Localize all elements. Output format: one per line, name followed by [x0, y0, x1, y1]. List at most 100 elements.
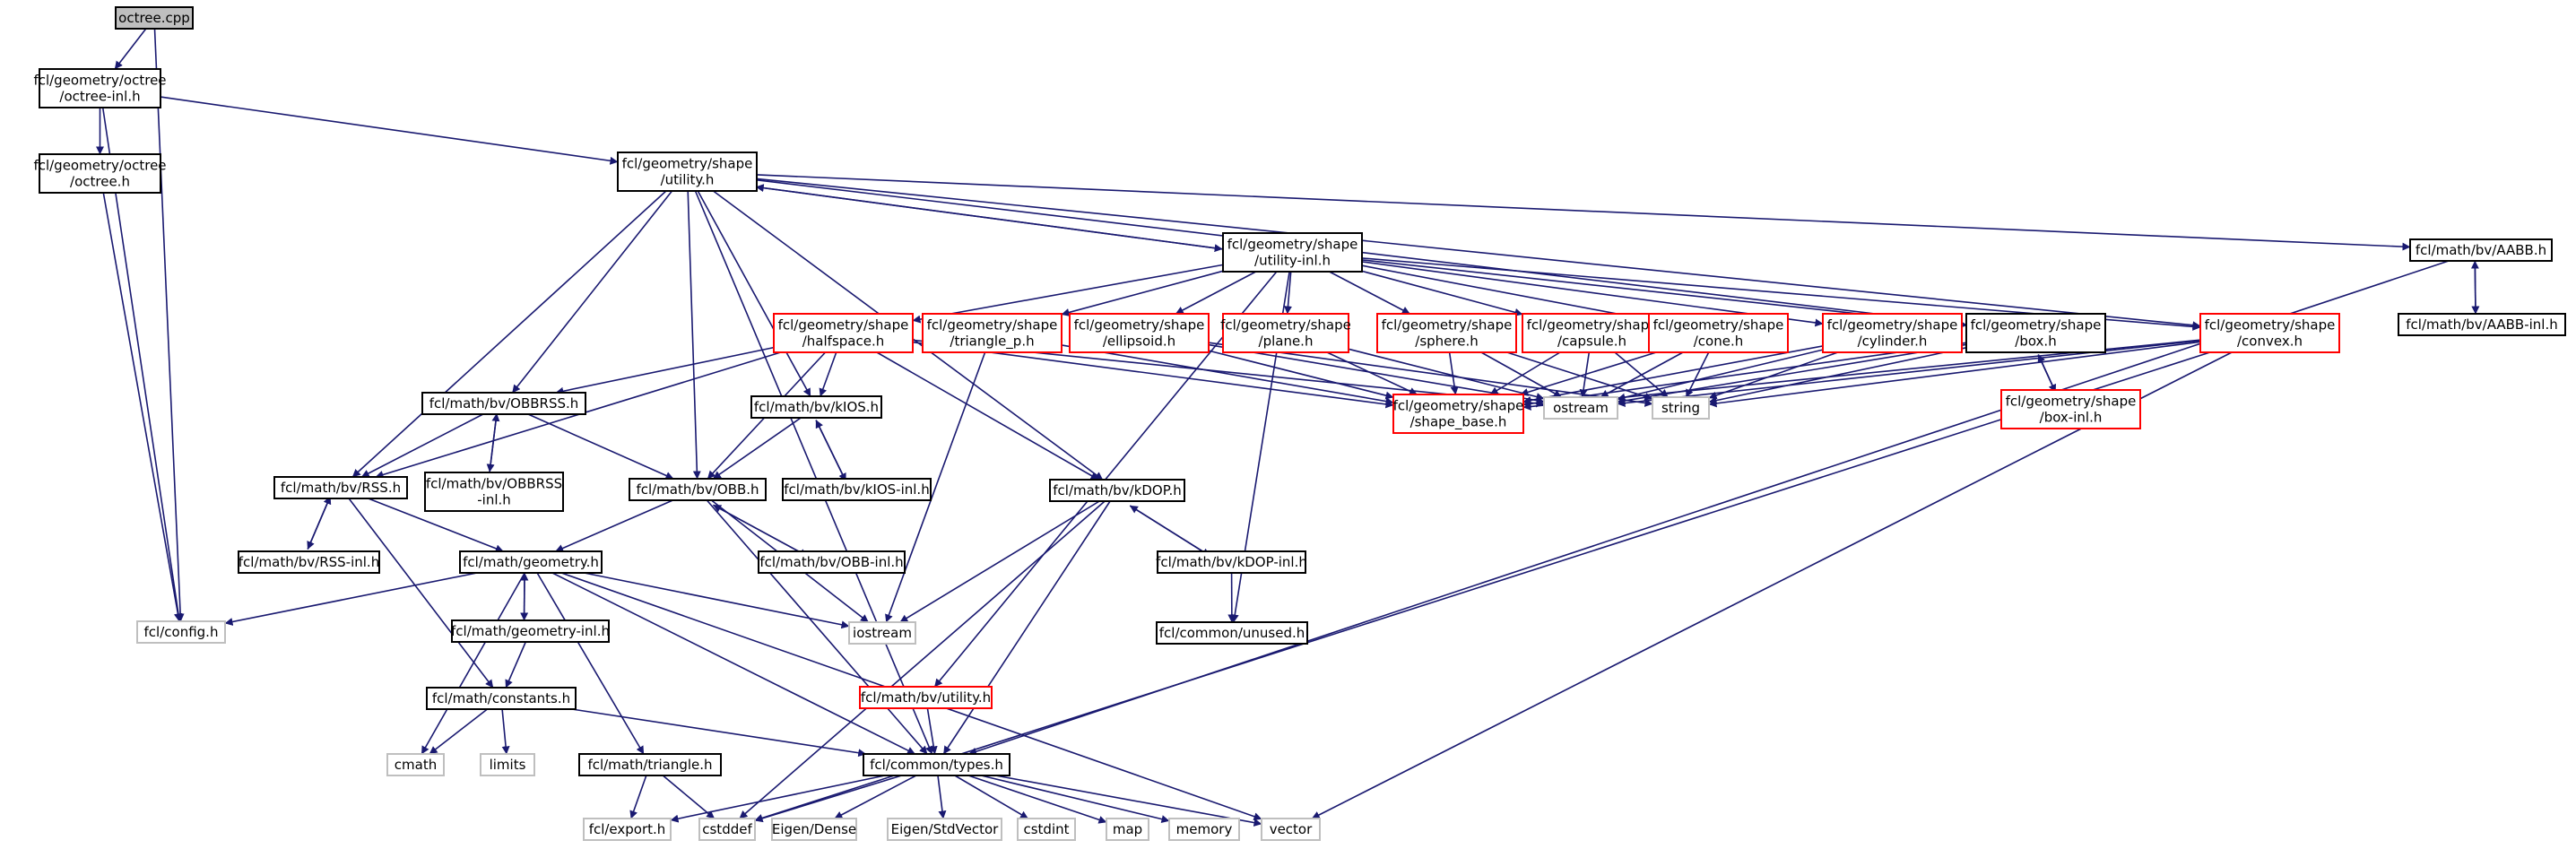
node-label: fcl/math/bv/RSS-inl.h: [239, 554, 379, 570]
edge-constants-to-cmath: [429, 708, 488, 755]
edge-types-to-eigen_dense: [834, 775, 917, 819]
edge-triangle_p-to-iostream: [885, 351, 986, 623]
node-label: fcl/geometry/shape: [622, 156, 753, 172]
node-geometry[interactable]: fcl/math/geometry.h: [459, 550, 603, 574]
node-label: cmath: [395, 757, 437, 773]
node-constants[interactable]: fcl/math/constants.h: [426, 687, 577, 710]
edge-halfspace-to-obbrss: [555, 346, 775, 395]
node-label: /ellipsoid.h: [1103, 334, 1175, 350]
node-map: map: [1106, 818, 1149, 841]
node-label: fcl/geometry/octree: [33, 158, 166, 174]
node-triangle-p[interactable]: fcl/geometry/shape/triangle_p.h: [922, 313, 1062, 353]
node-kdop-inl[interactable]: fcl/math/bv/kDOP-inl.h: [1156, 550, 1307, 574]
node-convex[interactable]: fcl/geometry/shape/convex.h: [2199, 313, 2340, 353]
node-box: [2398, 313, 2566, 336]
edge: [954, 775, 1029, 819]
node-octree-inl[interactable]: fcl/geometry/octree/octree-inl.h: [33, 68, 167, 108]
node-shape-utility[interactable]: fcl/geometry/shape/utility.h: [617, 152, 758, 192]
edge: [153, 28, 185, 622]
edge: [885, 351, 986, 623]
node-label: fcl/export.h: [589, 821, 666, 837]
node-rss-inl[interactable]: fcl/math/bv/RSS-inl.h: [238, 550, 380, 574]
edge: [1520, 351, 1657, 396]
node-box: [2199, 313, 2340, 353]
node-box: [386, 753, 445, 776]
edge-convex-to-ostream: [1617, 340, 2201, 408]
edge-geometry-to-triangle: [536, 572, 645, 755]
node-octree-h[interactable]: fcl/geometry/octree/octree.h: [33, 153, 167, 194]
edge: [421, 572, 525, 755]
edge: [489, 412, 500, 472]
node-cylinder[interactable]: fcl/geometry/shape/cylinder.h: [1822, 313, 1963, 353]
edge-constants-to-limits: [501, 708, 510, 755]
edge: [571, 708, 867, 758]
node-box: [238, 550, 380, 574]
node-label: /octree.h: [70, 174, 130, 190]
node-obb[interactable]: fcl/math/bv/OBB.h: [629, 478, 767, 501]
node-iostream: iostream: [848, 621, 916, 645]
node-types[interactable]: fcl/common/types.h: [863, 753, 1010, 776]
node-label: fcl/geometry/octree: [33, 73, 166, 89]
node-label: fcl/geometry/shape: [778, 317, 909, 334]
node-rss[interactable]: fcl/math/bv/RSS.h: [273, 476, 408, 499]
edge-shape_utility-to-obb: [687, 190, 701, 480]
node-label: limits: [490, 757, 526, 773]
node-unused[interactable]: fcl/common/unused.h: [1156, 621, 1308, 645]
node-shape-base[interactable]: fcl/geometry/shape/shape_base.h: [1392, 394, 1524, 434]
node-shape-utility-inl[interactable]: fcl/geometry/shape/utility-inl.h: [1222, 232, 1363, 273]
node-kios[interactable]: fcl/math/bv/kIOS.h: [750, 395, 882, 419]
node-aabb-inl[interactable]: fcl/math/bv/AABB-inl.h: [2398, 313, 2566, 336]
node-label: octree.cpp: [118, 10, 190, 26]
edge: [629, 775, 647, 819]
node-box: [1652, 396, 1710, 420]
node-obbrss-inl[interactable]: fcl/math/bv/OBBRSS-inl.h: [424, 472, 564, 512]
node-obbrss[interactable]: fcl/math/bv/OBBRSS.h: [421, 392, 586, 415]
node-label: fcl/math/bv/OBB-inl.h: [759, 554, 903, 570]
node-label: fcl/geometry/shape: [1527, 317, 1658, 334]
node-sphere[interactable]: fcl/geometry/shape/sphere.h: [1376, 313, 1517, 353]
node-box: [1017, 818, 1076, 841]
node-cone[interactable]: fcl/geometry/shape/cone.h: [1648, 313, 1789, 353]
node-label: Eigen/StdVector: [891, 821, 1000, 837]
edge: [2470, 260, 2479, 315]
node-ellipsoid[interactable]: fcl/geometry/shape/ellipsoid.h: [1069, 313, 1210, 353]
node-box: [1965, 313, 2106, 353]
node-box: [2409, 238, 2553, 262]
node-kios-inl[interactable]: fcl/math/bv/kIOS-inl.h: [782, 478, 932, 501]
node-box: [451, 619, 610, 643]
node-box: [863, 753, 1010, 776]
node-box: [273, 476, 408, 499]
edge-constants-to-types: [571, 708, 867, 758]
node-obb-inl[interactable]: fcl/math/bv/OBB-inl.h: [758, 550, 906, 574]
node-plane[interactable]: fcl/geometry/shape/plane.h: [1220, 313, 1351, 353]
node-label: fcl/geometry/shape: [1827, 317, 1958, 334]
edge-shape_utility_inl-to-triangle_p: [1061, 270, 1224, 316]
node-box: [922, 313, 1062, 353]
node-box: [1049, 479, 1185, 502]
node-box: [424, 472, 564, 512]
edge: [819, 351, 837, 397]
node-aabb[interactable]: fcl/math/bv/AABB.h: [2409, 238, 2553, 262]
node-box[interactable]: fcl/geometry/shape/box.h: [1965, 313, 2106, 353]
node-label: fcl/math/bv/RSS.h: [281, 480, 401, 496]
node-box: [583, 818, 672, 841]
node-box-inl[interactable]: fcl/geometry/shape/box-inl.h: [2000, 389, 2141, 429]
node-bv-utility[interactable]: fcl/math/bv/utility.h: [859, 686, 993, 709]
node-box: [39, 68, 161, 108]
node-label: /cylinder.h: [1858, 334, 1928, 350]
edge: [351, 190, 667, 478]
node-box: [1543, 396, 1618, 420]
node-label: fcl/common/types.h: [870, 757, 1003, 773]
node-capsule[interactable]: fcl/geometry/shape/capsule.h: [1522, 313, 1662, 353]
node-label: fcl/common/unused.h: [1159, 625, 1305, 641]
edge-triangle-to-export: [629, 775, 647, 819]
node-halfspace[interactable]: fcl/geometry/shape/halfspace.h: [773, 313, 914, 353]
node-kdop[interactable]: fcl/math/bv/kDOP.h: [1049, 479, 1185, 502]
node-triangle[interactable]: fcl/math/triangle.h: [578, 753, 722, 776]
node-box: [771, 818, 857, 841]
node-geometry-inl[interactable]: fcl/math/geometry-inl.h: [451, 619, 610, 643]
edge: [995, 775, 1262, 827]
edge: [670, 775, 886, 823]
node-octree-cpp[interactable]: octree.cpp: [115, 6, 194, 30]
node-label: /shape_base.h: [1410, 414, 1507, 431]
